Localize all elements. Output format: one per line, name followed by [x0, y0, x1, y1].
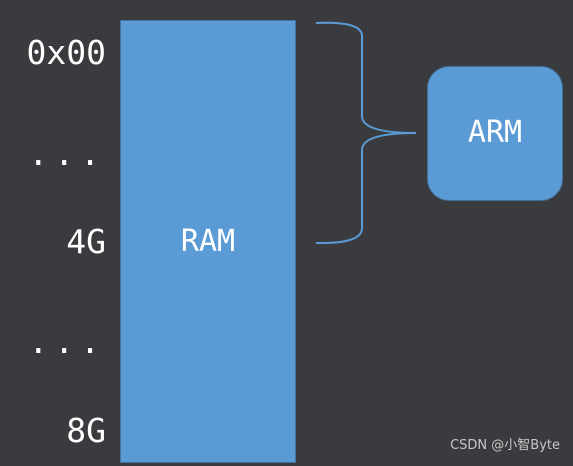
ram-block: RAM: [120, 20, 296, 463]
watermark: CSDN @小智Byte: [450, 438, 560, 453]
ram-label: RAM: [180, 224, 236, 259]
address-ellipsis-lower: ...: [28, 322, 106, 361]
brace-path: [315, 21, 417, 245]
address-label-mid: 4G: [66, 222, 106, 261]
address-label-end: 8G: [66, 411, 106, 450]
arm-label: ARM: [467, 115, 523, 150]
right-curly-brace: [315, 21, 417, 245]
address-label-start: 0x00: [26, 33, 106, 72]
address-ellipsis-upper: ...: [28, 134, 106, 173]
arm-block: ARM: [427, 66, 563, 201]
